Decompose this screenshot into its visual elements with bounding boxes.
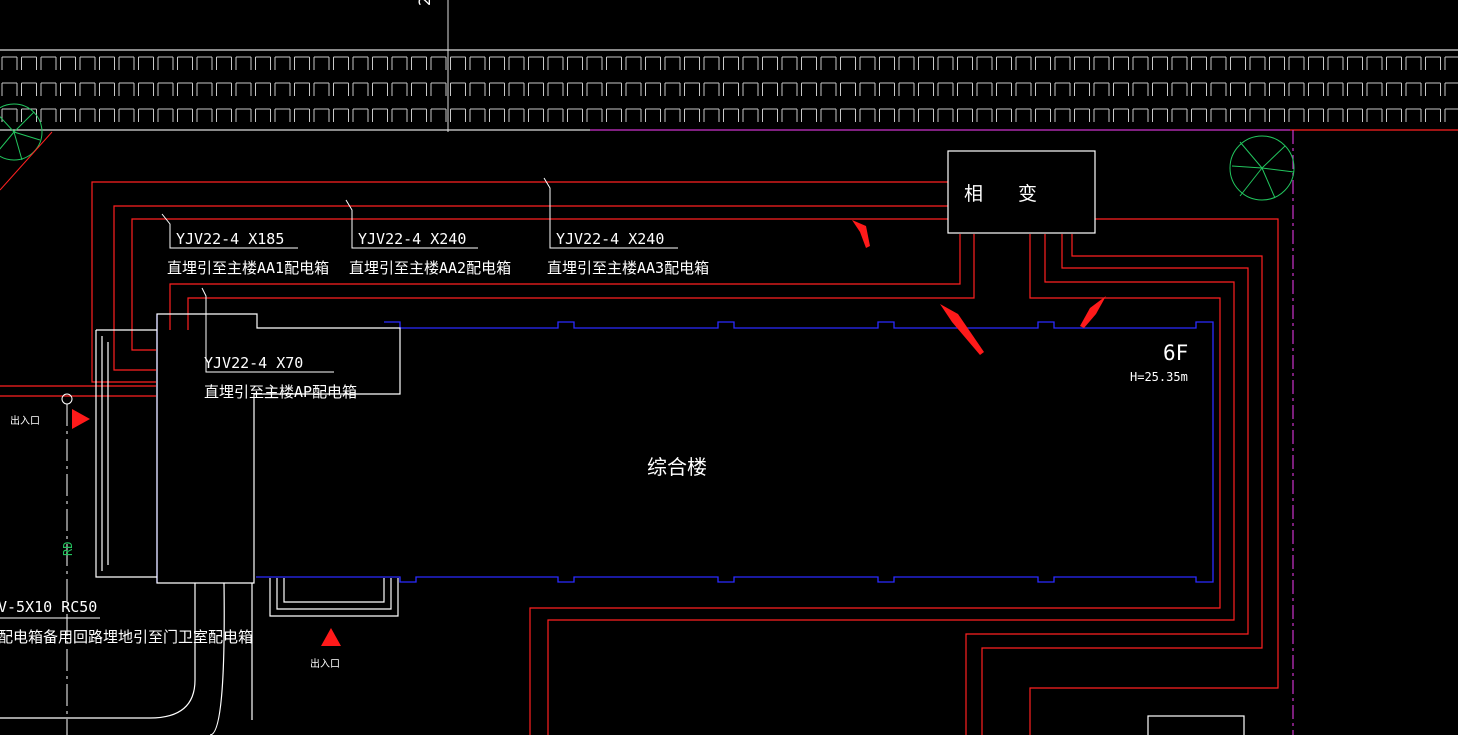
transformer-box[interactable]: 相 变 — [947, 150, 1096, 234]
cable-spec-2: YJV22-4 X240 — [358, 230, 466, 248]
cable-spec-4: YJV22-4 X70 — [204, 354, 303, 372]
cable-label-3: YJV22-4 X240 直埋引至主楼AA3配电箱 — [547, 230, 709, 277]
tree-right-icon — [1229, 135, 1295, 201]
arrow-icon — [1080, 296, 1106, 328]
entrance-marker-icon — [72, 409, 90, 429]
leader-lines — [0, 177, 678, 619]
floor-count: 6F — [1163, 341, 1188, 365]
lower-cable-desc: 配电箱备用回路埋地引至门卫室配电箱 — [0, 628, 253, 646]
transformer-label-b: 变 — [1018, 183, 1037, 205]
entrance-bottom-label: 出入口 — [310, 657, 340, 670]
annotation-arrows — [852, 220, 1106, 355]
cable-desc-2: 直埋引至主楼AA2配电箱 — [349, 259, 511, 277]
cable-label-1: YJV22-4 X185 直埋引至主楼AA1配电箱 — [167, 230, 329, 277]
axis-fragment: 2 — [415, 0, 434, 6]
cable-spec-1: YJV22-4 X185 — [176, 230, 284, 248]
cable-desc-1: 直埋引至主楼AA1配电箱 — [167, 259, 329, 277]
entrance-left-label: 出入口 — [10, 414, 40, 427]
diagonal-edge — [0, 131, 53, 191]
building-name: 综合楼 — [647, 455, 707, 479]
cable-desc-4: 直埋引至主楼AP配电箱 — [204, 383, 357, 401]
lower-cable-spec: V-5X10 RC50 — [0, 598, 97, 616]
cable-label-4: YJV22-4 X70 直埋引至主楼AP配电箱 — [204, 354, 357, 401]
arrow-icon — [852, 220, 870, 248]
building-height: H=25.35m — [1130, 370, 1188, 384]
arrow-icon — [940, 304, 984, 355]
entrance-bottom[interactable]: 出入口 — [310, 628, 341, 670]
road-centerline: RD — [61, 393, 75, 735]
cable-spec-3: YJV22-4 X240 — [556, 230, 664, 248]
entrance-marker-icon — [321, 628, 341, 646]
tree-left-icon — [0, 103, 43, 161]
cable-desc-3: 直埋引至主楼AA3配电箱 — [547, 259, 709, 277]
entrance-left[interactable]: 出入口 — [10, 409, 90, 429]
stair-annex[interactable] — [0, 313, 1245, 735]
transformer-label-a: 相 — [964, 183, 983, 205]
building-outline[interactable] — [156, 314, 1214, 583]
paving-band: 2 — [0, 0, 1458, 132]
road-label: RD — [61, 542, 75, 556]
cable-label-2: YJV22-4 X240 直埋引至主楼AA2配电箱 — [349, 230, 511, 277]
